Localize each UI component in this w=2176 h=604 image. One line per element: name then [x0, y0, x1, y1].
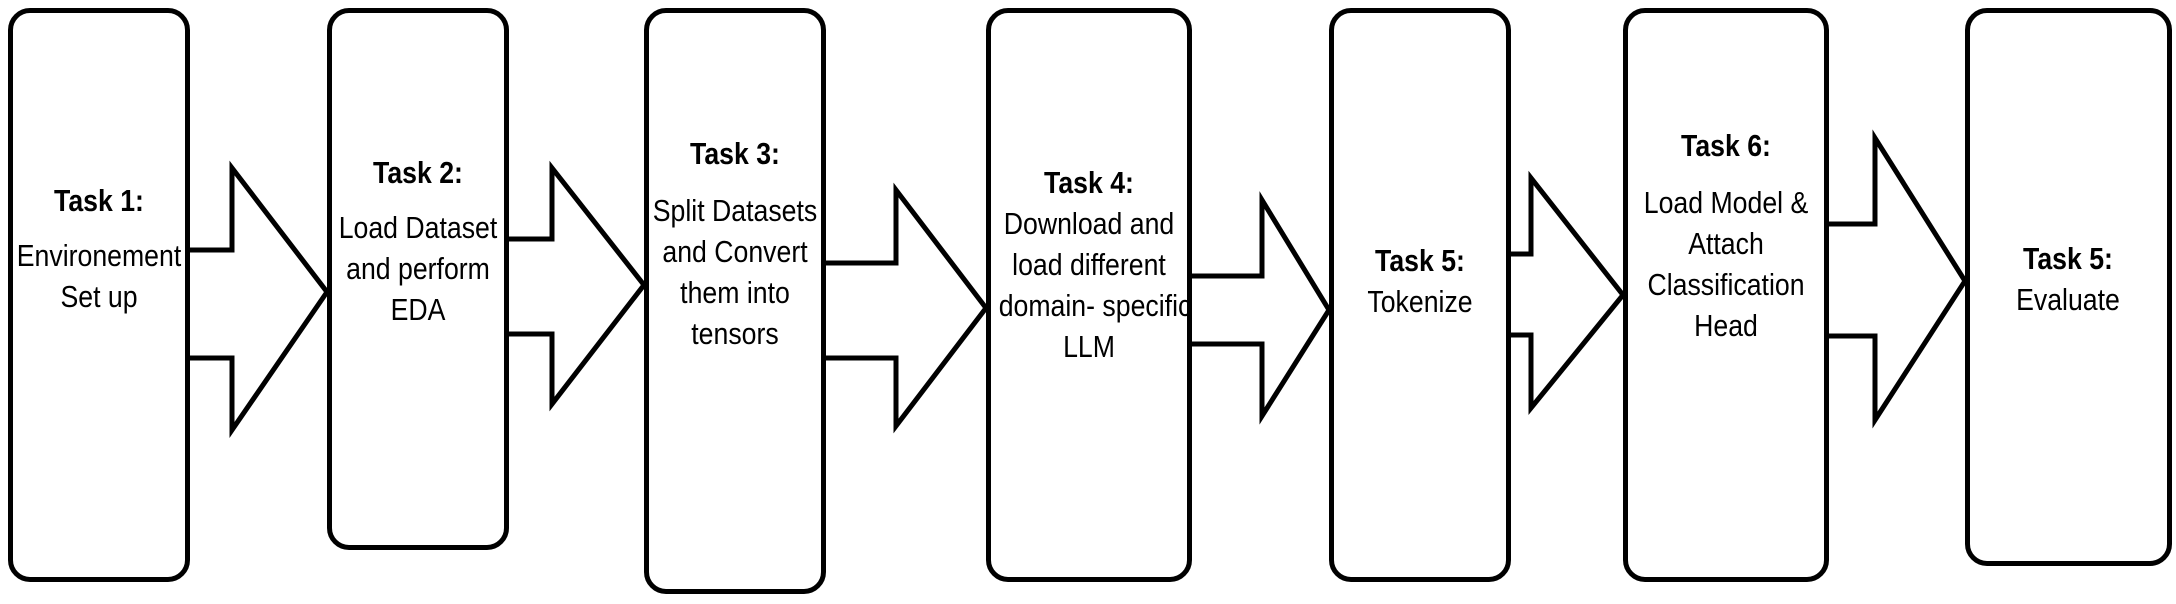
task-title: Task 1: [54, 183, 144, 218]
task-line: EDA [390, 292, 446, 327]
task-line: Set up [60, 279, 138, 314]
task-line: domain- specific [998, 288, 1192, 323]
task-title: Task 6: [1681, 128, 1771, 163]
flow-arrow-3 [826, 182, 990, 434]
task-text-5: Task 5: Tokenize [1330, 240, 1511, 322]
task-box-7 [1965, 8, 2172, 566]
task-text-4: Task 4: Download and load different doma… [998, 162, 1192, 367]
task-line: Split Datasets [652, 193, 818, 228]
task-box-3 [644, 8, 826, 594]
task-box-6 [1623, 8, 1829, 582]
task-line: and perform [346, 251, 490, 286]
task-text-1: Task 1: Environement Set up [9, 180, 190, 317]
task-line: Head [1694, 308, 1758, 343]
task-text-6: Task 6: Load Model & Attach Classificati… [1636, 125, 1817, 346]
task-line: tensors [691, 316, 779, 351]
task-text-3: Task 3: Split Datasets and Convert them … [645, 133, 826, 354]
flow-arrow-5 [1511, 170, 1627, 416]
task-line: and Convert [662, 234, 808, 269]
task-title: Task 2: [373, 155, 463, 190]
task-line: Load Model & [1643, 185, 1809, 220]
task-line: LLM [1063, 329, 1115, 364]
task-title: Task 5: [2023, 241, 2113, 276]
task-title: Task 4: [1044, 165, 1134, 200]
task-title: Task 5: [1375, 243, 1465, 278]
task-text-7: Task 5: Evaluate [1978, 238, 2159, 320]
task-line: Tokenize [1367, 284, 1473, 319]
task-line: Environement [16, 238, 182, 273]
task-box-4 [986, 8, 1192, 582]
task-line: Attach [1688, 226, 1764, 261]
flow-arrow-4 [1192, 191, 1332, 425]
task-box-1 [8, 8, 190, 582]
task-line: Download and [1003, 206, 1175, 241]
task-title: Task 3: [690, 136, 780, 171]
flow-arrow-1 [190, 160, 331, 439]
task-line: Evaluate [2016, 282, 2120, 317]
flow-arrow-6 [1829, 129, 1968, 429]
task-box-5 [1329, 8, 1511, 582]
task-text-2: Task 2: Load Dataset and perform EDA [328, 152, 509, 330]
task-box-2 [327, 8, 509, 550]
flow-arrow-2 [509, 160, 648, 412]
task-line: them into [680, 275, 790, 310]
task-line: Load Dataset [338, 210, 498, 245]
task-line: Classification [1647, 267, 1805, 302]
task-line: load different [1012, 247, 1166, 282]
